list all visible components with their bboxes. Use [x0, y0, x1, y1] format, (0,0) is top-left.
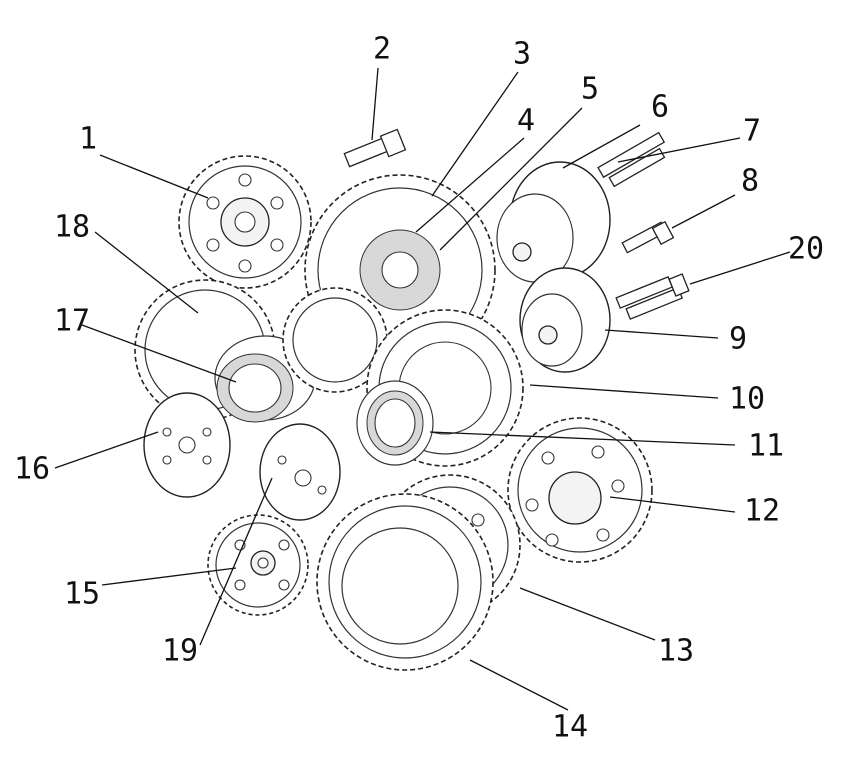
leader-20 — [689, 251, 791, 285]
part-15-small-gear — [207, 514, 309, 616]
leader-9 — [604, 329, 719, 339]
callout-8: 8 — [741, 164, 759, 199]
callout-3: 3 — [513, 37, 531, 72]
leader-2 — [371, 67, 379, 141]
callout-19: 19 — [162, 634, 198, 669]
callout-17: 17 — [54, 304, 90, 339]
part-9-seal-plate — [519, 267, 611, 373]
leader-15 — [101, 567, 237, 586]
callout-15: 15 — [64, 577, 100, 612]
leader-7 — [617, 137, 741, 163]
leader-16 — [54, 431, 159, 469]
part-20-bolt-pair — [615, 273, 690, 320]
callout-7: 7 — [743, 114, 761, 149]
leader-12 — [609, 496, 736, 513]
part-2-bolt — [343, 128, 407, 168]
part-1-upper-left-gear — [178, 155, 312, 289]
callout-14: 14 — [552, 710, 588, 745]
callout-9: 9 — [729, 322, 747, 357]
part-16-round-plate — [143, 392, 231, 498]
callout-2: 2 — [373, 32, 391, 67]
leader-4 — [415, 137, 525, 233]
part-middle-gear — [282, 287, 388, 393]
leader-11 — [429, 431, 736, 446]
callout-5: 5 — [581, 72, 599, 107]
leader-lines — [54, 67, 791, 711]
leader-10 — [529, 384, 719, 399]
leader-19 — [199, 477, 273, 646]
part-6-cover-housing — [496, 161, 611, 283]
part-thrust-plate — [259, 423, 341, 521]
callout-labels: 1 2 3 4 5 6 7 8 20 9 10 11 12 13 14 15 1… — [14, 32, 824, 745]
leader-14 — [469, 659, 569, 711]
leader-1 — [99, 154, 209, 199]
part-11-bearing — [356, 380, 434, 466]
callout-20: 20 — [788, 232, 824, 267]
leader-18 — [94, 231, 199, 314]
callout-11: 11 — [748, 429, 784, 464]
leader-17 — [81, 324, 237, 383]
callout-12: 12 — [744, 494, 780, 529]
callout-18: 18 — [54, 210, 90, 245]
leader-3 — [431, 71, 519, 197]
callout-6: 6 — [651, 90, 669, 125]
part-12-gear — [507, 417, 653, 563]
callout-1: 1 — [79, 122, 97, 157]
callout-4: 4 — [517, 104, 535, 139]
callout-13: 13 — [658, 634, 694, 669]
callout-10: 10 — [729, 382, 765, 417]
part-14-large-gear — [316, 493, 494, 671]
leader-8 — [671, 194, 736, 229]
callout-16: 16 — [14, 452, 50, 487]
part-8-short-bolt — [621, 220, 675, 254]
leader-6 — [562, 124, 641, 169]
leader-5 — [439, 107, 583, 251]
leader-13 — [519, 587, 656, 641]
